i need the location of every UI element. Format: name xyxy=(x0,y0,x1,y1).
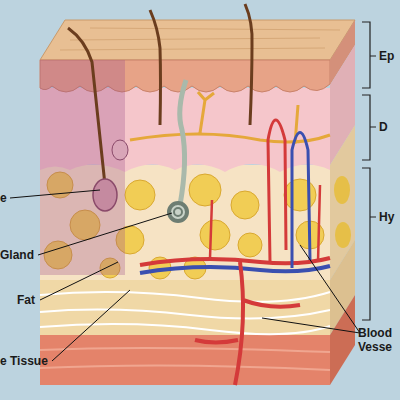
muscle-side xyxy=(330,295,355,385)
artery xyxy=(195,262,300,385)
layer-bracket xyxy=(362,22,376,320)
hair-follicle xyxy=(93,179,117,211)
part-label: Fat xyxy=(17,293,35,307)
part-label: e Tissue xyxy=(0,354,48,368)
fat-globule xyxy=(200,220,230,250)
hair-shaft xyxy=(150,10,161,125)
fat-globule xyxy=(189,174,221,206)
fat-globule xyxy=(125,180,155,210)
part-label: D xyxy=(379,120,388,134)
muscle-fibers xyxy=(40,348,330,370)
leader-line xyxy=(38,213,172,255)
leader-line xyxy=(262,318,360,333)
muscle-layer xyxy=(40,335,330,385)
sweat-gland-coil xyxy=(174,208,182,216)
fat-globule xyxy=(231,191,259,219)
fat-globule xyxy=(334,176,350,204)
hair-shaft xyxy=(68,28,105,185)
vein xyxy=(292,133,310,269)
fat-globule xyxy=(335,222,351,248)
part-label: Gland xyxy=(0,248,34,262)
leader-line xyxy=(40,262,118,300)
leader-line xyxy=(10,190,100,198)
surface-texture xyxy=(60,28,340,50)
part-label: Hy xyxy=(379,210,394,224)
leader-line xyxy=(52,290,130,361)
connective-fibers xyxy=(40,292,330,334)
skin-surface xyxy=(40,20,355,60)
leader-line xyxy=(300,245,360,333)
part-label: Ep xyxy=(379,49,394,63)
leader-lines xyxy=(10,190,360,361)
sweat-duct xyxy=(180,80,186,205)
artery xyxy=(268,120,286,262)
sweat-gland-coil xyxy=(169,203,187,221)
sebaceous-gland xyxy=(112,140,128,160)
fat-globule xyxy=(238,233,262,257)
artery xyxy=(140,258,330,265)
cut-face-shade xyxy=(40,60,125,275)
hair-shaft xyxy=(245,4,252,125)
part-label: Blood Vesse xyxy=(358,326,400,354)
fat-globule xyxy=(284,179,316,211)
vein xyxy=(140,266,330,273)
part-label: e xyxy=(0,191,7,205)
